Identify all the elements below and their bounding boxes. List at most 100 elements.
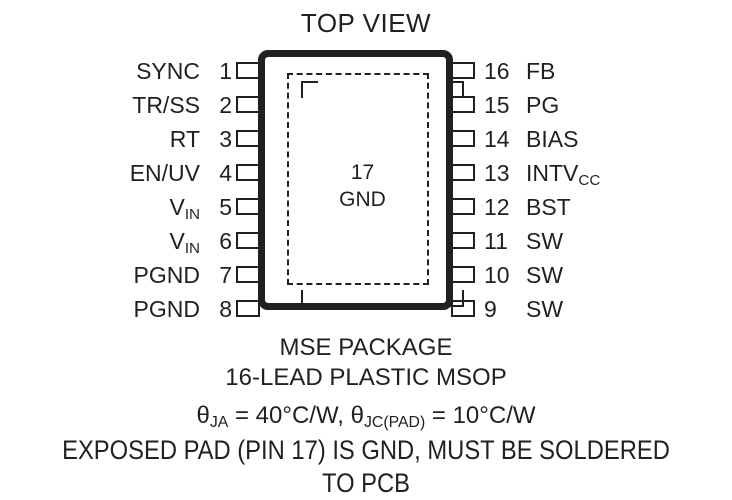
pin-label-text: V — [169, 228, 185, 254]
pin-label-subscript: IN — [184, 205, 200, 223]
pin-name-1: SYNC — [136, 58, 200, 84]
pin-name-3: RT — [170, 126, 200, 152]
pin-number-14: 14 — [484, 126, 510, 152]
pin-number-7: 7 — [219, 262, 232, 288]
pin-name-10: SW — [526, 262, 563, 288]
pin-row-6: VIN 6 — [0, 228, 232, 257]
pin-number-8: 8 — [219, 296, 232, 322]
pin-lead-1 — [236, 62, 260, 79]
package-caption: MSE PACKAGE 16-LEAD PLASTIC MSOP — [0, 333, 732, 393]
pin-label-text: BIAS — [526, 126, 579, 152]
pin-name-6: VIN — [169, 228, 200, 257]
pin-name-11: SW — [526, 228, 563, 254]
page-title: TOP VIEW — [300, 8, 432, 38]
pin-label-text: INTV — [526, 160, 579, 186]
pin-lead-4 — [236, 164, 260, 181]
pin-name-7: PGND — [134, 262, 200, 288]
pin-row-7: PGND 7 — [0, 262, 232, 288]
pin-number-4: 4 — [219, 160, 232, 186]
pin-row-4: EN/UV 4 — [0, 160, 232, 186]
pin-label-text: TR/SS — [132, 92, 200, 118]
pin-lead-16 — [451, 62, 475, 79]
pin-number-16: 16 — [484, 58, 510, 84]
pin-lead-14 — [451, 130, 475, 147]
pin-label-text: PG — [526, 92, 560, 118]
pin-label-text: BST — [526, 194, 571, 220]
pin-label-text: EN/UV — [129, 160, 200, 186]
exposed-pad-name: GND — [339, 188, 386, 211]
pin-lead-11 — [451, 232, 475, 249]
pin-label-text: V — [169, 194, 185, 220]
pin-row-13: 13 INTVCC — [484, 160, 724, 189]
pin-label-text: SW — [526, 296, 564, 322]
pin-lead-3 — [236, 130, 260, 147]
theta-jc-value: = 10°C/W — [425, 402, 536, 429]
pin-row-11: 11 SW — [484, 228, 724, 254]
pin-label-text: RT — [169, 126, 200, 152]
pin-label-text: PGND — [133, 262, 200, 288]
pin-lead-8 — [236, 300, 260, 317]
package-description: 16-LEAD PLASTIC MSOP — [225, 364, 507, 391]
pin-number-5: 5 — [219, 194, 232, 220]
pin-number-11: 11 — [484, 228, 508, 254]
pin-row-15: 15 PG — [484, 92, 724, 118]
pin-row-8: PGND 8 — [0, 296, 232, 322]
pin-number-15: 15 — [484, 92, 510, 118]
exposed-pad-note: EXPOSED PAD (PIN 17) IS GND, MUST BE SOL… — [62, 435, 670, 498]
pin-name-8: PGND — [134, 296, 200, 322]
exposed-pad-outline — [287, 73, 464, 307]
pin-name-9: SW — [526, 296, 563, 322]
pin-label-subscript: CC — [578, 171, 601, 189]
pin-lead-2 — [236, 96, 260, 113]
pin-number-2: 2 — [219, 92, 232, 118]
pin-lead-6 — [236, 232, 260, 249]
pin-name-16: FB — [526, 58, 555, 84]
pin-label-text: SW — [526, 228, 564, 254]
pin-name-12: BST — [526, 194, 571, 220]
theta-ja-subscript: JA — [209, 413, 229, 431]
pin-lead-15 — [451, 96, 475, 113]
pin-number-6: 6 — [219, 228, 232, 254]
theta-ja-symbol: θ — [196, 402, 210, 429]
pin-name-2: TR/SS — [132, 92, 200, 118]
pin-label-text: SYNC — [136, 58, 200, 84]
pad-corner-bottom-right — [447, 290, 464, 307]
pin-number-9: 9 — [484, 296, 497, 322]
exposed-pad-number: 17 — [350, 161, 375, 184]
exposed-pad-label: 17 GND — [265, 159, 460, 213]
pad-corner-top-right — [447, 81, 464, 98]
pin-row-3: RT 3 — [0, 126, 232, 152]
pin-label-text: PGND — [133, 296, 200, 322]
pin-name-4: EN/UV — [130, 160, 200, 186]
theta-jc-subscript: JC(PAD) — [363, 413, 426, 431]
pin-row-14: 14 BIAS — [484, 126, 724, 152]
pin-row-5: VIN 5 — [0, 194, 232, 223]
pin-lead-10 — [451, 266, 475, 283]
pin-lead-7 — [236, 266, 260, 283]
pin-row-9: 9 SW — [484, 296, 724, 322]
pad-corner-bottom-left — [301, 290, 318, 307]
pin-row-16: 16 FB — [484, 58, 724, 84]
pin-label-text: FB — [526, 58, 556, 84]
pin-name-13: INTVCC — [526, 160, 601, 189]
pin-row-12: 12 BST — [484, 194, 724, 220]
pin-number-12: 12 — [484, 194, 510, 220]
pin-name-5: VIN — [169, 194, 200, 223]
package-body-outline: 17 GND — [258, 50, 464, 310]
pin-number-13: 13 — [484, 160, 510, 186]
pin-lead-5 — [236, 198, 260, 215]
pin-row-2: TR/SS 2 — [0, 92, 232, 118]
theta-jc-symbol: θ — [350, 402, 364, 429]
pin-label-subscript: IN — [184, 239, 200, 257]
pin-number-10: 10 — [484, 262, 510, 288]
package-name: MSE PACKAGE — [279, 334, 453, 361]
pin-label-text: SW — [526, 262, 564, 288]
pin-number-3: 3 — [219, 126, 232, 152]
pad-corner-top-left — [301, 81, 318, 98]
pin-row-1: SYNC 1 — [0, 58, 232, 84]
pin-number-1: 1 — [219, 58, 232, 84]
pin-name-14: BIAS — [526, 126, 578, 152]
thermal-resistance-line: θJA = 40°C/W, θJC(PAD) = 10°C/W — [0, 401, 732, 434]
pin-name-15: PG — [526, 92, 559, 118]
